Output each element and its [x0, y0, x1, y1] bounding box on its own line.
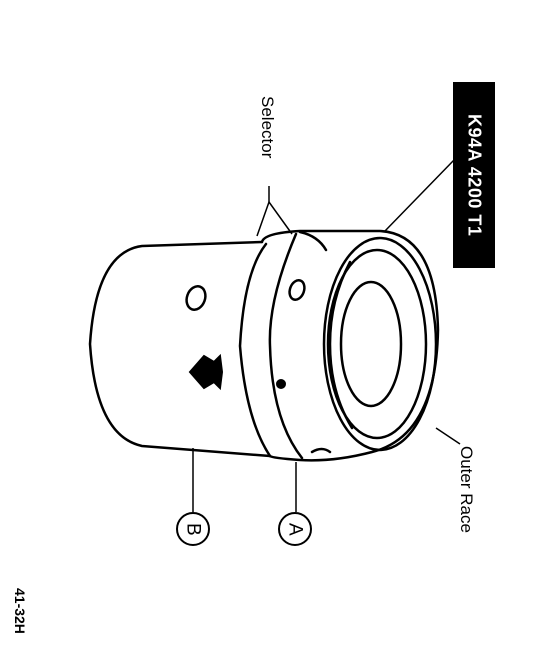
part-code-text: K94A 4200 T1: [464, 113, 485, 237]
selector-hole: [185, 285, 207, 311]
code-box-leader-line: [383, 159, 455, 233]
race-groove: [268, 232, 304, 460]
race-groove-step: [298, 230, 328, 252]
race-hole-upper: [288, 279, 306, 301]
selector-label: Selector: [258, 96, 277, 159]
race-notch: [310, 447, 332, 454]
selector-body-outline: [88, 240, 272, 458]
race-inner-face: [328, 260, 354, 430]
callout-a: A: [278, 512, 312, 546]
race-bore-middle: [326, 248, 428, 440]
race-bore-inner: [339, 280, 403, 408]
outer-race-label: Outer Race: [457, 446, 476, 533]
callout-b-letter: B: [182, 522, 204, 536]
selector-body-rim: [238, 242, 272, 458]
selector-arrow-icon: [188, 353, 224, 391]
callout-a-letter: A: [284, 522, 306, 536]
outer-race-leader-line: [435, 427, 461, 445]
race-bore-outer: [322, 236, 438, 452]
race-hole-dot: [276, 379, 286, 389]
part-code-box: K94A 4200 T1: [453, 82, 495, 268]
figure-reference: 41-32H: [12, 588, 28, 634]
callout-b: B: [176, 512, 210, 546]
